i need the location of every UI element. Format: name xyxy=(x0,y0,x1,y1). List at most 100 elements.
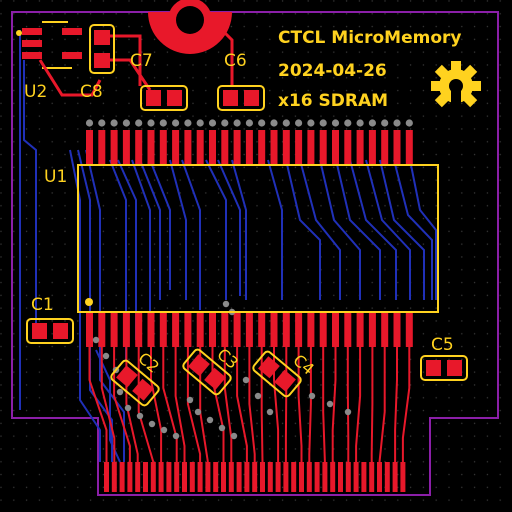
edge-finger xyxy=(260,462,265,492)
via xyxy=(102,352,110,360)
via xyxy=(258,119,266,127)
c4-footprint xyxy=(252,350,302,398)
edge-finger xyxy=(182,462,187,492)
via xyxy=(124,404,132,412)
edge-finger xyxy=(330,462,336,492)
top-trace xyxy=(401,347,411,462)
u1-pad xyxy=(184,130,192,164)
top-trace xyxy=(236,347,248,462)
refdes-u1: U1 xyxy=(44,167,67,187)
u1-pad xyxy=(295,313,303,347)
bottom-trace xyxy=(267,159,283,300)
board-outline xyxy=(11,11,499,496)
bottom-trace xyxy=(217,159,241,296)
u1-pad xyxy=(159,130,167,164)
via xyxy=(308,392,316,400)
edge-finger xyxy=(353,462,359,492)
u1-pad xyxy=(98,130,106,164)
edge-finger xyxy=(244,462,250,492)
u1-pad xyxy=(307,313,315,347)
via xyxy=(282,119,290,127)
u1-pad xyxy=(196,313,204,347)
u1-pads-top-row xyxy=(86,130,413,164)
u1-pad xyxy=(245,130,253,164)
via xyxy=(122,119,130,127)
edge-finger xyxy=(205,462,211,492)
top-trace xyxy=(223,347,233,462)
u1-pad xyxy=(332,313,339,347)
top-trace xyxy=(355,347,362,462)
u1-pad xyxy=(344,313,352,347)
edge-finger xyxy=(143,462,148,492)
via xyxy=(295,119,303,127)
board-date: 2024-04-26 xyxy=(278,61,387,81)
via xyxy=(326,400,334,408)
c6-footprint xyxy=(217,85,265,111)
top-trace xyxy=(378,347,386,463)
via xyxy=(368,119,376,127)
via xyxy=(222,300,230,308)
via xyxy=(92,336,100,344)
top-trace xyxy=(331,347,337,462)
top-trace xyxy=(394,347,398,462)
c7-footprint xyxy=(140,85,188,111)
u1-pad xyxy=(221,313,229,347)
bottom-trace xyxy=(319,159,361,300)
edge-finger xyxy=(221,462,226,492)
u1-pad xyxy=(368,313,376,347)
bottom-trace xyxy=(109,159,127,360)
via xyxy=(230,432,238,440)
edge-finger xyxy=(150,462,156,492)
bottom-trace xyxy=(365,159,411,300)
edge-finger xyxy=(213,462,219,492)
u2-footprint xyxy=(16,21,102,97)
via xyxy=(208,119,217,127)
edge-finger xyxy=(299,462,304,492)
via xyxy=(136,412,144,420)
mounting-hole xyxy=(148,0,232,54)
via xyxy=(344,408,352,416)
u1-pad xyxy=(122,313,130,347)
via xyxy=(116,388,124,396)
top-trace xyxy=(162,347,178,462)
top-trace xyxy=(150,347,163,462)
top-trace xyxy=(248,347,256,462)
via xyxy=(160,426,168,434)
top-layer-traces xyxy=(88,28,411,463)
via xyxy=(172,432,180,440)
u1-pad xyxy=(307,130,315,164)
refdes-c7: C7 xyxy=(130,51,153,71)
edge-finger xyxy=(197,462,203,492)
u1-pads-bottom-row xyxy=(86,313,413,347)
u1-pad xyxy=(172,313,180,347)
u1-pad xyxy=(172,130,180,164)
u1-pad xyxy=(110,130,118,164)
top-trace xyxy=(137,347,155,463)
u1-pad xyxy=(282,130,290,164)
u1-pad xyxy=(86,313,93,347)
via xyxy=(98,119,106,127)
bottom-trace xyxy=(349,159,397,300)
bottom-trace xyxy=(299,159,341,300)
top-trace xyxy=(308,347,312,462)
via xyxy=(270,119,278,127)
edge-finger xyxy=(338,462,343,492)
u1-pad xyxy=(381,130,389,164)
u1-pad xyxy=(381,313,389,347)
u1-pad xyxy=(368,130,376,164)
top-trace xyxy=(322,347,326,463)
top-trace xyxy=(297,347,303,462)
via xyxy=(172,119,180,127)
bottom-trace xyxy=(169,159,187,300)
u1-pad xyxy=(319,313,327,347)
top-trace xyxy=(346,347,350,462)
bottom-trace xyxy=(131,159,151,330)
top-trace xyxy=(211,347,225,462)
bottom-trace xyxy=(23,60,37,330)
board-title: CTCL MicroMemory xyxy=(278,28,462,48)
edge-finger xyxy=(104,462,109,492)
board-subtitle: x16 SDRAM xyxy=(278,91,388,111)
via xyxy=(184,119,192,127)
edge-finger xyxy=(384,462,390,492)
edge-finger xyxy=(377,462,382,492)
